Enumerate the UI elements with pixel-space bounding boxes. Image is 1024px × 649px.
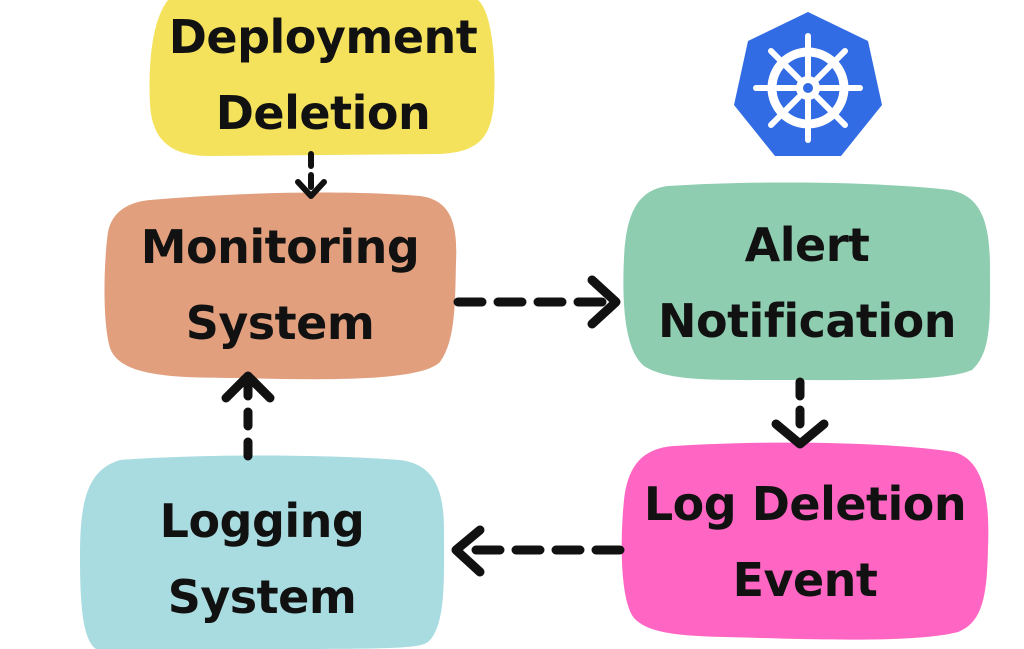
arrowhead [295, 179, 327, 199]
kubernetes-helm-icon [734, 12, 882, 156]
edge-monitoring-to-alert [453, 275, 621, 329]
node-log-deletion-event-box [621, 442, 989, 640]
node-monitoring-system-label: Monitoring System [140, 220, 420, 350]
node-monitoring-system-box [104, 192, 457, 380]
edge-log-deletion-to-logging [451, 525, 625, 577]
node-alert-notification-label: Alert Notification [657, 218, 957, 348]
node-logging-system-label: Logging System [159, 494, 365, 624]
edge-logging-to-monitoring [221, 371, 275, 461]
arrowhead [221, 371, 275, 403]
edge-deployment-to-monitoring [295, 151, 327, 199]
node-alert-notification-box [623, 182, 991, 381]
edge-alert-to-log-deletion [771, 377, 829, 449]
arrowhead [587, 275, 621, 329]
arrowhead [771, 419, 829, 449]
node-deployment-deletion-label: Deployment Deletion [168, 10, 478, 140]
node-log-deletion-event-label: Log Deletion Event [643, 477, 967, 607]
arrowhead [451, 525, 485, 577]
node-deployment-deletion-box [149, 0, 495, 156]
node-logging-system-box [80, 455, 445, 649]
